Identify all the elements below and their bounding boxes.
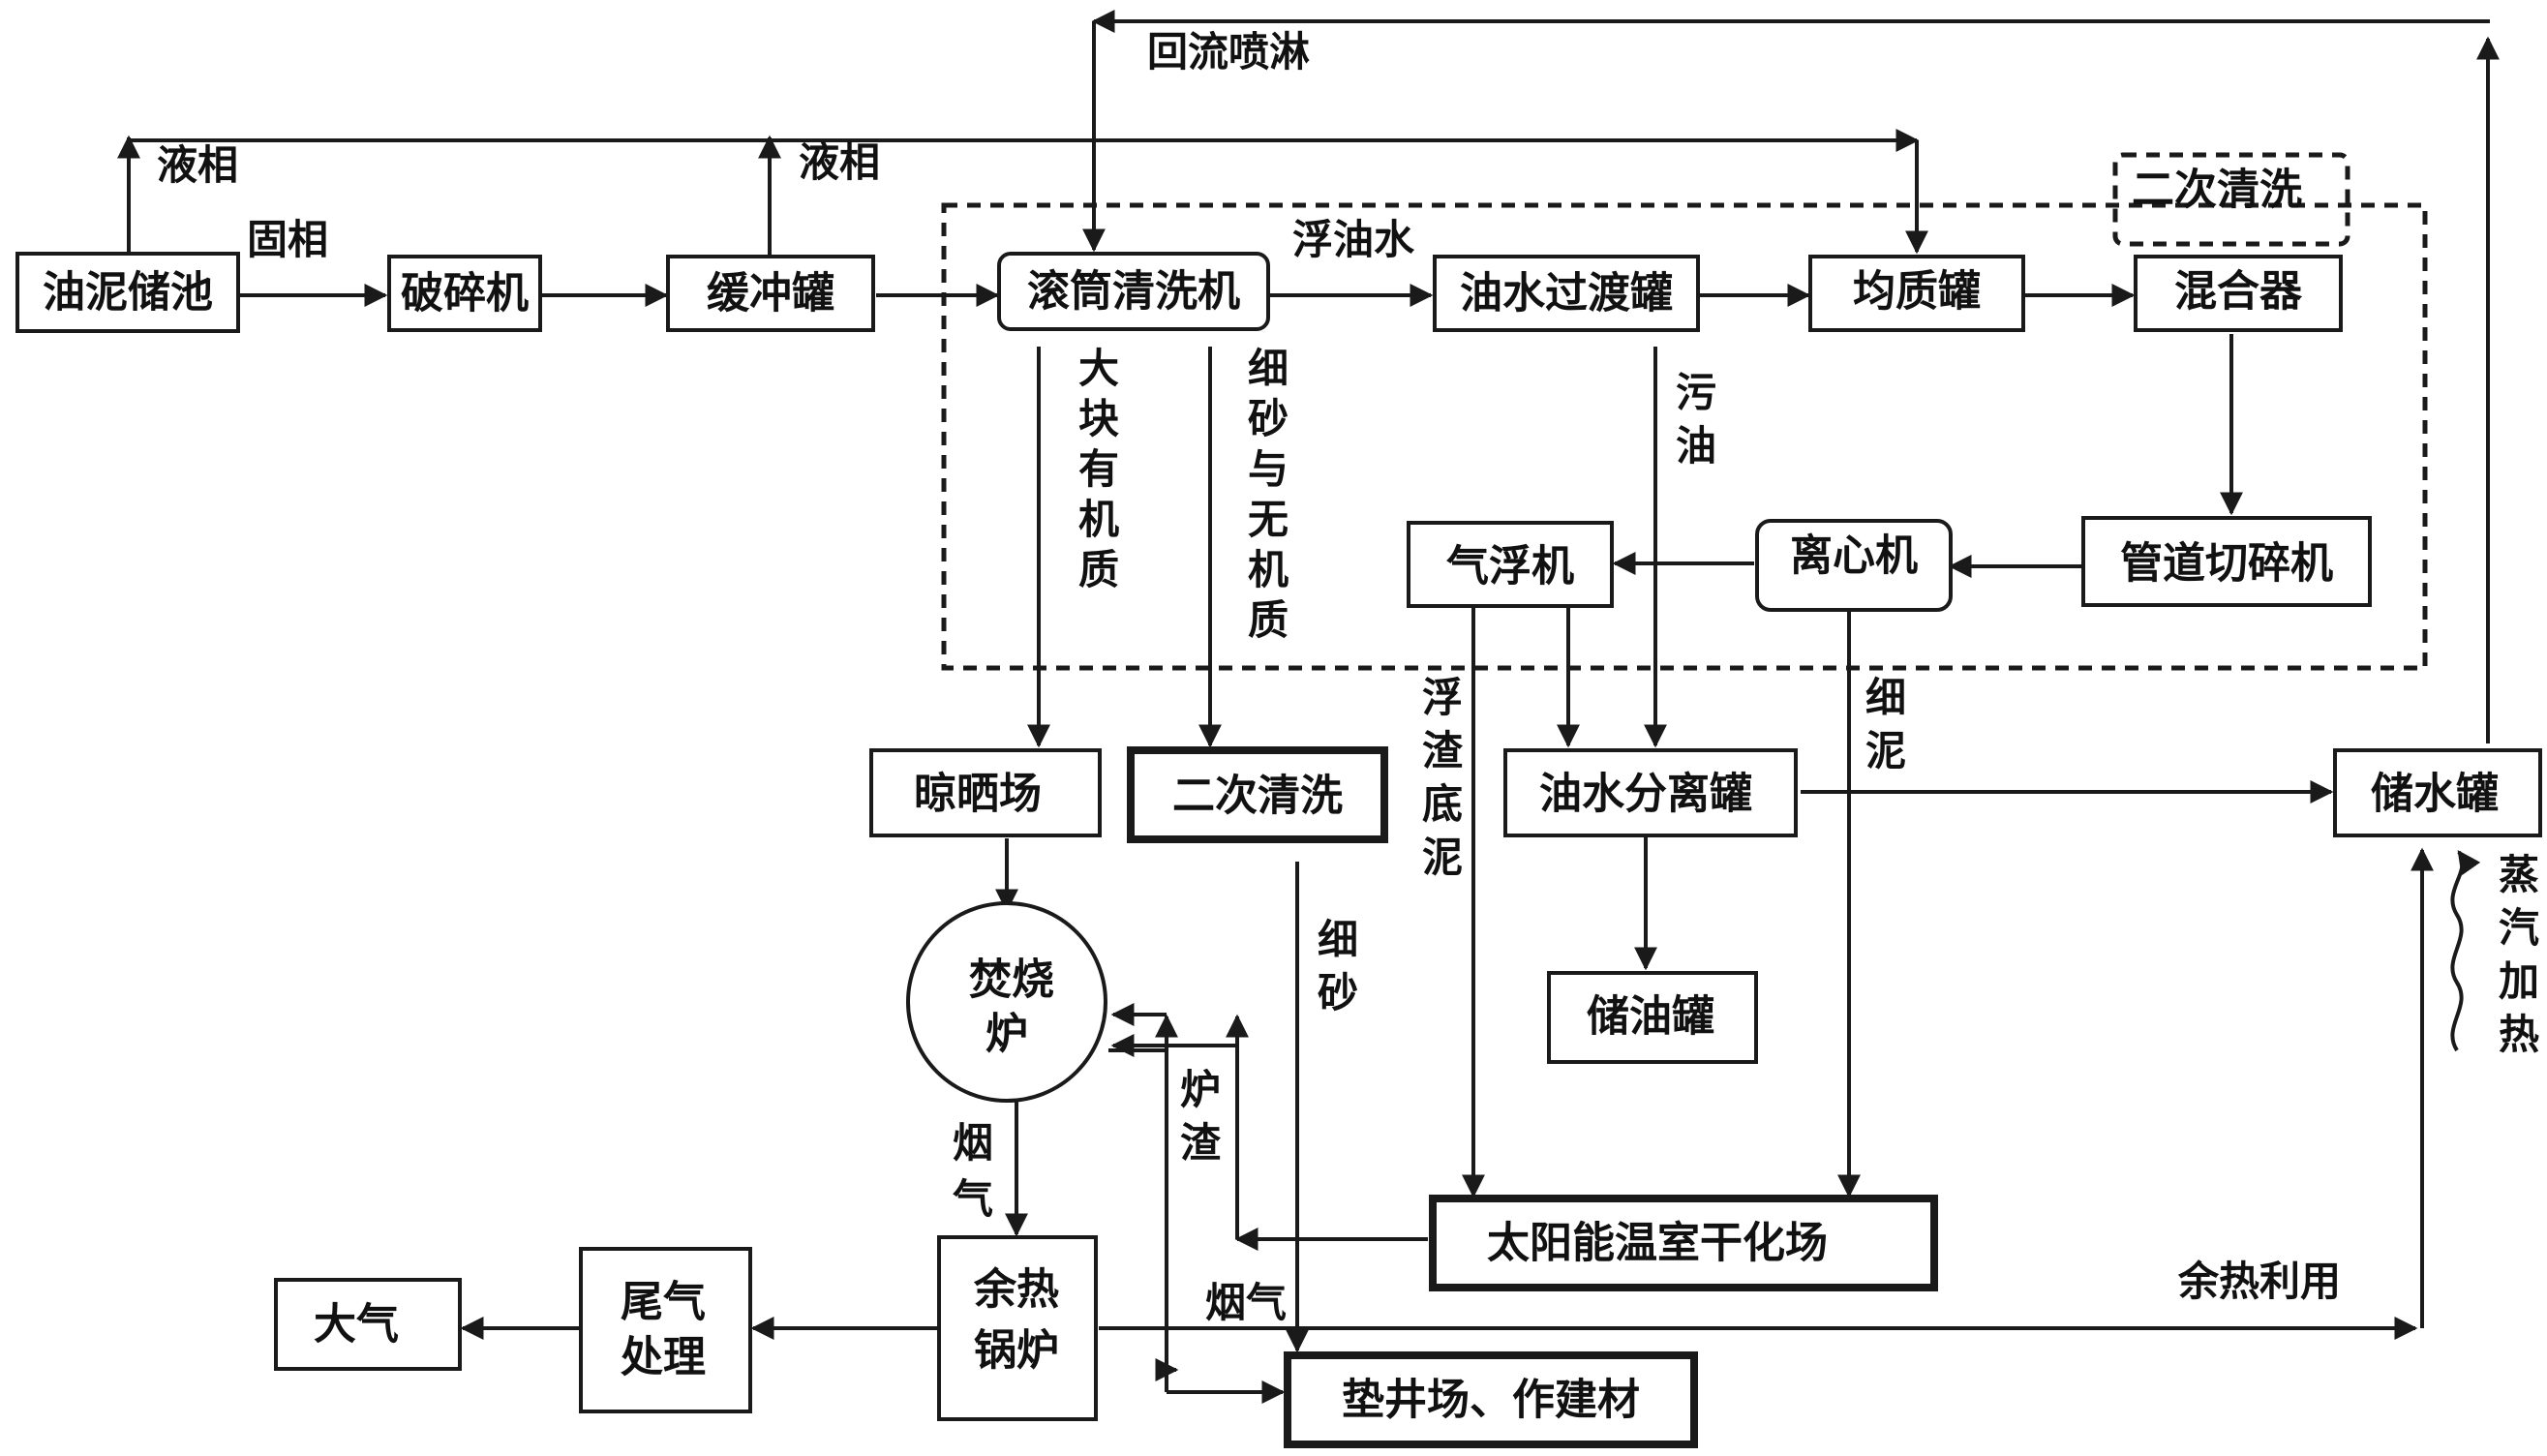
node-atmosphere: 大气: [274, 1278, 462, 1371]
label-large-organic: 大块有机质: [1078, 346, 1119, 592]
node-oil-water-separator: 油水分离罐: [1503, 748, 1798, 837]
node-water-tank: 储水罐: [2333, 748, 2542, 837]
node-water-tank-label: 储水罐: [2371, 771, 2499, 818]
node-pipe-shredder: 管道切碎机: [2081, 516, 2372, 607]
node-oil-tank-label: 储油罐: [1587, 993, 1714, 1041]
label-steam-heating: 蒸汽加热: [2499, 852, 2539, 1057]
process-boundary: [941, 202, 2428, 671]
node-incinerator-label-1: 焚烧: [969, 956, 1054, 1004]
node-homogenizing-tank: 均质罐: [1808, 255, 2025, 332]
node-oil-water-transition-tank: 油水过渡罐: [1433, 255, 1700, 332]
node-secondary-wash-top: 二次清洗: [2112, 152, 2350, 247]
label-furnace-slag: 炉渣: [1180, 1067, 1222, 1166]
label-scum-sludge: 浮渣底泥: [1422, 675, 1464, 880]
node-air-flotation-label: 气浮机: [1446, 543, 1574, 591]
node-drum-washer: 滚筒清洗机: [997, 252, 1270, 331]
node-mixer: 混合器: [2134, 255, 2343, 332]
node-secondary-wash-top-label: 二次清洗: [2132, 167, 2302, 214]
node-pipe-shredder-label: 管道切碎机: [2120, 540, 2333, 588]
node-homogenizing-tank-label: 均质罐: [1853, 268, 1981, 316]
node-incinerator: 焚烧 炉: [906, 901, 1107, 1103]
label-floating-oil-water: 浮油水: [1292, 217, 1415, 262]
label-reflux-spray: 回流喷淋: [1147, 29, 1310, 75]
node-buffer-tank-label: 缓冲罐: [707, 270, 834, 318]
node-sludge-pool: 油泥储池: [15, 252, 240, 333]
node-buffer-tank: 缓冲罐: [666, 255, 875, 332]
node-sludge-pool-label: 油泥储池: [43, 269, 213, 317]
node-drum-washer-label: 滚筒清洗机: [1027, 268, 1240, 316]
label-flue-gas-1: 烟气: [953, 1120, 993, 1222]
node-well-pad: 垫井场、作建材: [1284, 1351, 1698, 1448]
node-waste-heat-boiler-label-2: 锅炉: [974, 1327, 1059, 1375]
node-atmosphere-label: 大气: [314, 1301, 399, 1349]
node-centrifuge-label: 离心机: [1790, 532, 1918, 580]
node-crusher-label: 破碎机: [401, 270, 529, 318]
node-incinerator-label-2: 炉: [985, 1011, 1028, 1058]
node-drying-yard-label: 晾晒场: [914, 771, 1042, 818]
node-well-pad-label: 垫井场、作建材: [1342, 1377, 1640, 1424]
label-solid-phase: 固相: [247, 217, 328, 262]
label-flue-gas-2: 烟气: [1205, 1280, 1287, 1325]
node-oil-tank: 储油罐: [1547, 971, 1758, 1064]
node-mixer-label: 混合器: [2174, 268, 2303, 316]
node-centrifuge: 离心机: [1755, 519, 1953, 612]
node-waste-heat-boiler: 余热 锅炉: [937, 1235, 1098, 1421]
node-oil-water-separator-label: 油水分离罐: [1539, 771, 1752, 818]
node-air-flotation: 气浮机: [1407, 521, 1614, 608]
node-solar-greenhouse: 太阳能温室干化场: [1429, 1195, 1938, 1291]
node-solar-greenhouse-label: 太阳能温室干化场: [1487, 1219, 1828, 1267]
node-secondary-wash: 二次清洗: [1127, 746, 1388, 843]
node-crusher: 破碎机: [387, 255, 542, 332]
label-fine-mud: 细泥: [1865, 675, 1906, 774]
node-tail-gas-treatment: 尾气 处理: [579, 1247, 752, 1413]
node-waste-heat-boiler-label-1: 余热: [973, 1265, 1059, 1314]
label-fine-sand-inorganic: 细砂与无机质: [1248, 346, 1289, 643]
node-drying-yard: 晾晒场: [869, 748, 1102, 837]
label-waste-oil: 污油: [1676, 370, 1716, 469]
node-tail-gas-treatment-label-2: 处理: [621, 1334, 706, 1381]
edge-steam-heating-wave: [2450, 850, 2481, 1052]
label-waste-heat-use: 余热利用: [2177, 1259, 2341, 1304]
label-liquid-phase-1: 液相: [157, 142, 238, 188]
node-oil-water-transition-tank-label: 油水过渡罐: [1460, 270, 1673, 318]
label-fine-sand: 细砂: [1318, 917, 1358, 1016]
node-secondary-wash-label: 二次清洗: [1172, 773, 1343, 820]
label-liquid-phase-2: 液相: [799, 139, 880, 185]
node-tail-gas-treatment-label-1: 尾气: [621, 1279, 706, 1326]
